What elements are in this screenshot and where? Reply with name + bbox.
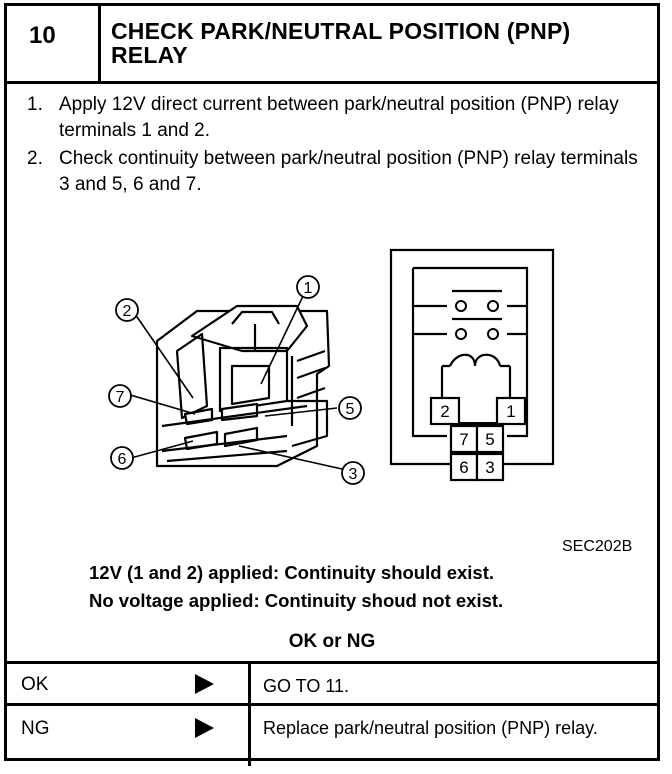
relay-figure: 1 2 7 5 6 3 bbox=[108, 248, 555, 485]
instruction-text: Check continuity between park/neutral po… bbox=[59, 148, 638, 195]
outcome-label: NG bbox=[21, 718, 50, 739]
outcome-table: OK GO TO 11. NG Replace park/neutral pos… bbox=[7, 661, 657, 766]
instruction-number: 1. bbox=[27, 94, 43, 115]
callout-2: 2 bbox=[123, 303, 132, 320]
arrow-right-icon bbox=[195, 674, 214, 694]
step-number: 10 bbox=[7, 6, 101, 81]
figure-caption: SEC202B bbox=[562, 538, 633, 555]
callout-1: 1 bbox=[304, 280, 313, 297]
result-line-1: 12V (1 and 2) applied: Continuity should… bbox=[89, 562, 494, 583]
outcome-cell: OK bbox=[7, 664, 251, 703]
terminal-1: 1 bbox=[506, 402, 515, 421]
instruction-list: 1. Apply 12V direct current between park… bbox=[27, 92, 647, 200]
callout-3: 3 bbox=[349, 466, 358, 483]
decision-label: OK or NG bbox=[288, 631, 376, 652]
instruction-item: 1. Apply 12V direct current between park… bbox=[27, 92, 647, 144]
callout-5: 5 bbox=[346, 401, 355, 418]
outcome-label: OK bbox=[21, 674, 49, 695]
step-header: 10 CHECK PARK/NEUTRAL POSITION (PNP) REL… bbox=[7, 6, 657, 84]
outcome-row-ok: OK GO TO 11. bbox=[7, 664, 657, 706]
terminal-6: 6 bbox=[459, 458, 468, 477]
relay-schematic bbox=[389, 248, 555, 482]
terminal-3: 3 bbox=[485, 458, 494, 477]
procedure-box: 10 CHECK PARK/NEUTRAL POSITION (PNP) REL… bbox=[4, 3, 660, 766]
switch-contacts bbox=[455, 300, 499, 340]
instruction-text: Apply 12V direct current between park/ne… bbox=[59, 94, 619, 141]
callout-7: 7 bbox=[116, 389, 125, 406]
result-line-2: No voltage applied: Continuity shoud not… bbox=[89, 590, 504, 611]
connector-callouts bbox=[108, 275, 365, 485]
terminal-5: 5 bbox=[485, 430, 494, 449]
instruction-item: 2. Check continuity between park/neutral… bbox=[27, 146, 647, 198]
outcome-action: GO TO 11. bbox=[263, 676, 350, 696]
outcome-cell: NG bbox=[7, 706, 251, 766]
outcome-row-ng: NG Replace park/neutral position (PNP) r… bbox=[7, 706, 657, 766]
terminal-7: 7 bbox=[459, 430, 468, 449]
connector-drawing bbox=[155, 304, 331, 468]
callout-6: 6 bbox=[118, 451, 127, 468]
outcome-action: Replace park/neutral position (PNP) rela… bbox=[263, 718, 598, 738]
arrow-right-icon bbox=[195, 718, 214, 738]
instruction-number: 2. bbox=[27, 148, 43, 169]
step-title: CHECK PARK/NEUTRAL POSITION (PNP) RELAY bbox=[111, 18, 571, 68]
terminal-2: 2 bbox=[440, 402, 449, 421]
